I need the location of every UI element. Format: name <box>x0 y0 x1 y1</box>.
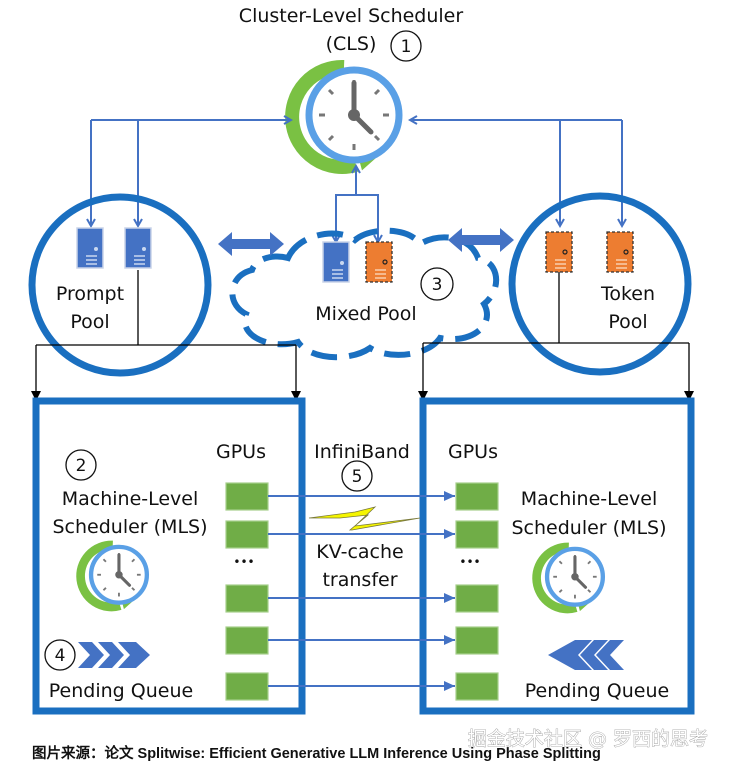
svg-text:3: 3 <box>432 275 443 295</box>
kv-cache-label-line2: transfer <box>322 569 397 591</box>
prompt-pool: Prompt Pool <box>28 193 212 377</box>
svg-text:5: 5 <box>352 467 363 487</box>
step-badge-3: 3 <box>420 267 454 301</box>
step-badge-1: 1 <box>390 30 422 62</box>
kv-cache-label-line1: KV-cache <box>316 541 403 563</box>
right-gpu <box>455 626 499 655</box>
svg-text:4: 4 <box>55 646 66 666</box>
pending-queue-left-chevrons-icon <box>548 640 624 670</box>
lightning-bolt-icon <box>308 506 421 531</box>
pending-queue-right-chevrons-icon <box>78 642 150 668</box>
right-mls-clock-icon <box>537 547 603 611</box>
left-mls-clock-icon <box>81 545 147 609</box>
pool-transfer-arrow-right <box>448 228 514 252</box>
token-pool-distribution <box>418 272 694 401</box>
cluster-level-scheduler: Cluster-Level Scheduler (CLS) 1 <box>239 5 464 170</box>
right-gpu-ellipsis: ••• <box>459 555 480 569</box>
token-machine-icon <box>365 241 393 283</box>
right-gpu <box>455 672 499 701</box>
left-mls-label-line1: Machine-Level <box>62 488 199 510</box>
right-mls-label-line2: Scheduler (MLS) <box>511 517 666 539</box>
right-gpus-label: GPUs <box>448 441 498 463</box>
token-pool-label-line2: Pool <box>608 311 647 333</box>
left-gpu <box>225 482 269 511</box>
gpu-links <box>225 482 499 701</box>
prompt-machine-icon <box>124 227 152 269</box>
cls-title-line2: (CLS) <box>326 33 377 55</box>
token-pool: Token Pool <box>508 192 692 376</box>
left-gpu-ellipsis: ••• <box>233 555 254 569</box>
svg-text:2: 2 <box>76 456 87 476</box>
step-badge-2: 2 <box>65 449 97 481</box>
left-gpus-label: GPUs <box>216 441 266 463</box>
left-machine: 2 Machine-Level Scheduler (MLS) GPUs •••… <box>32 397 306 715</box>
right-gpu <box>455 584 499 613</box>
mixed-pool-label: Mixed Pool <box>315 303 416 325</box>
right-pending-queue-label: Pending Queue <box>525 680 669 702</box>
prompt-pool-label-line1: Prompt <box>56 283 124 305</box>
right-mls-label-line1: Machine-Level <box>521 488 658 510</box>
pool-transfer-arrow-left <box>218 232 284 256</box>
prompt-pool-distribution <box>31 270 301 401</box>
interconnect: InfiniBand 5 KV-cache transfer <box>308 441 421 591</box>
token-pool-label-line1: Token <box>600 283 655 305</box>
prompt-machine-icon <box>76 227 104 269</box>
right-gpu <box>455 520 499 549</box>
figure-caption: 图片来源：论文 Splitwise: Efficient Generative … <box>32 744 601 762</box>
right-gpu <box>455 482 499 511</box>
left-gpu <box>225 672 269 701</box>
left-gpu <box>225 626 269 655</box>
step-badge-5: 5 <box>341 460 373 492</box>
left-mls-label-line2: Scheduler (MLS) <box>52 516 207 538</box>
mixed-pool: Mixed Pool 3 <box>229 227 500 361</box>
cls-connections <box>91 120 622 242</box>
watermark: 掘金技术社区 @ 罗西的思考 <box>468 728 708 750</box>
cls-title-line1: Cluster-Level Scheduler <box>239 5 464 27</box>
step-badge-4: 4 <box>44 639 76 671</box>
left-pending-queue-label: Pending Queue <box>49 680 193 702</box>
infiniband-label: InfiniBand <box>314 441 410 463</box>
token-machine-icon <box>606 231 634 273</box>
left-gpu <box>225 520 269 549</box>
svg-text:1: 1 <box>401 37 412 57</box>
cls-clock-icon <box>292 67 399 170</box>
prompt-pool-label-line2: Pool <box>70 311 109 333</box>
left-gpu <box>225 584 269 613</box>
token-machine-icon <box>545 231 573 273</box>
prompt-machine-icon <box>322 241 350 283</box>
right-machine: GPUs ••• Machine-Level Scheduler (MLS) P… <box>419 397 695 715</box>
